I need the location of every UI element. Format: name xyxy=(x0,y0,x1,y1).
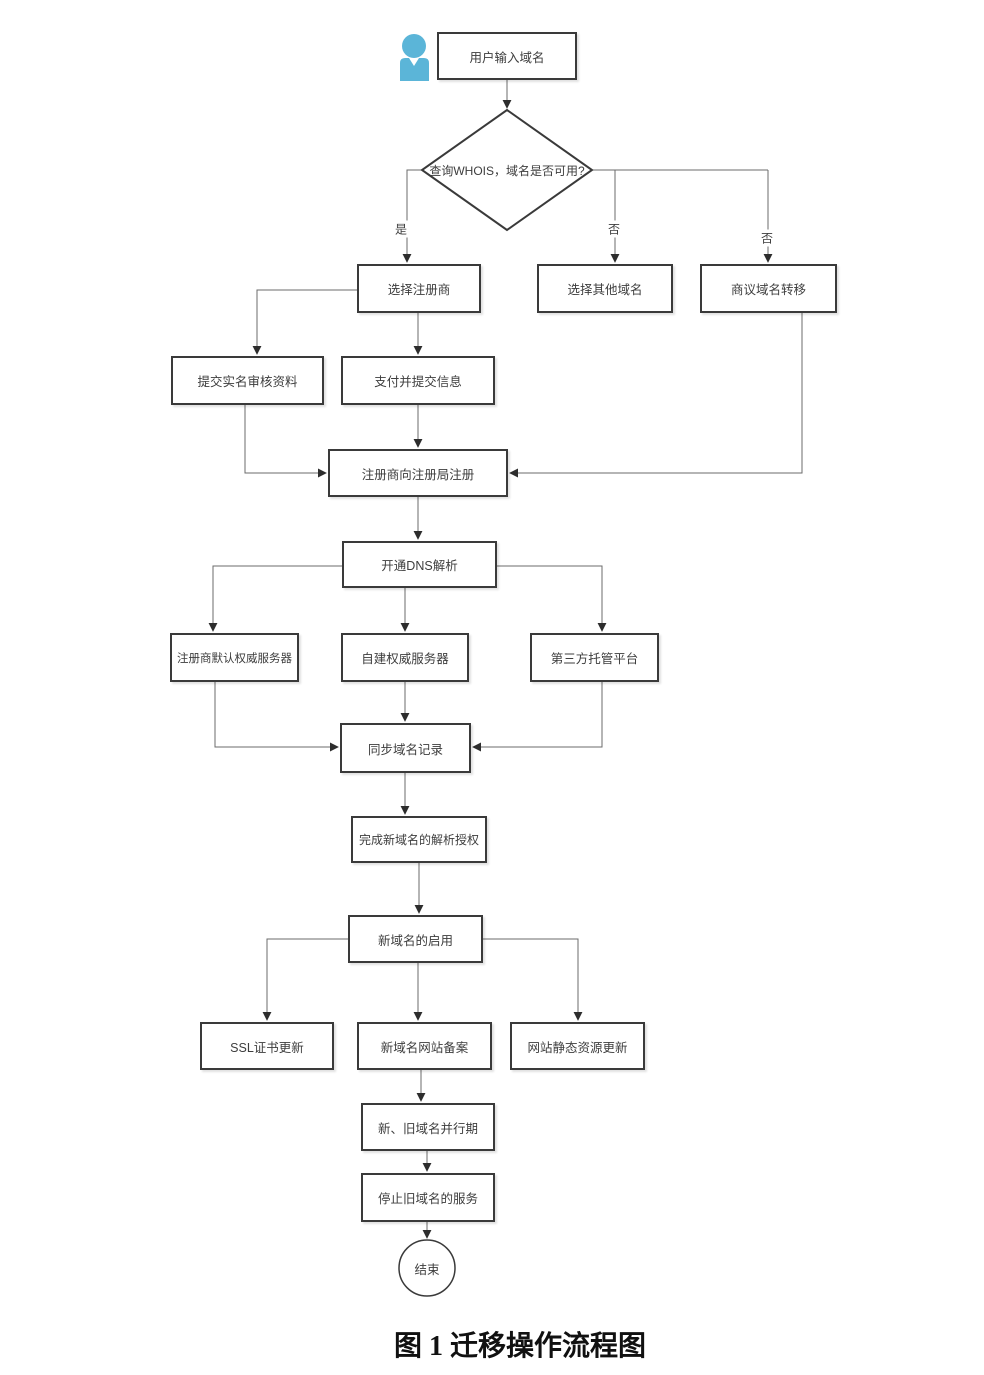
node-website-beian: 新域名网站备案 xyxy=(357,1022,492,1070)
node-registrar-register: 注册商向注册局注册 xyxy=(328,449,508,497)
node-start: 用户输入域名 xyxy=(437,32,577,80)
node-negotiate-transfer: 商议域名转移 xyxy=(700,264,837,313)
node-choose-registrar: 选择注册商 xyxy=(357,264,481,313)
node-parallel-period: 新、旧域名并行期 xyxy=(361,1103,495,1151)
node-static-update: 网站静态资源更新 xyxy=(510,1022,645,1070)
user-icon xyxy=(400,34,429,81)
node-submit-realname: 提交实名审核资料 xyxy=(171,356,324,405)
node-sync-records: 同步域名记录 xyxy=(340,723,471,773)
node-open-dns: 开通DNS解析 xyxy=(342,541,497,588)
node-enable-new: 新域名的启用 xyxy=(348,915,483,963)
node-self-ns: 自建权威服务器 xyxy=(341,633,469,682)
edge-label-no-other: 否 xyxy=(605,220,623,238)
node-registrar-ns: 注册商默认权威服务器 xyxy=(170,633,299,682)
node-third-party: 第三方托管平台 xyxy=(530,633,659,682)
end-circle-shape xyxy=(398,1239,456,1297)
node-choose-other-domain: 选择其他域名 xyxy=(537,264,673,313)
decision-diamond-shape xyxy=(420,108,594,232)
edge-label-yes: 是 xyxy=(392,220,410,238)
node-ssl-update: SSL证书更新 xyxy=(200,1022,334,1070)
node-auth-done: 完成新域名的解析授权 xyxy=(351,816,487,863)
figure-caption: 图 1 迁移操作流程图 xyxy=(393,1331,647,1362)
node-pay-submit: 支付并提交信息 xyxy=(341,356,495,405)
node-stop-old: 停止旧域名的服务 xyxy=(361,1173,495,1222)
edge-label-no-transfer: 否 xyxy=(758,229,776,247)
